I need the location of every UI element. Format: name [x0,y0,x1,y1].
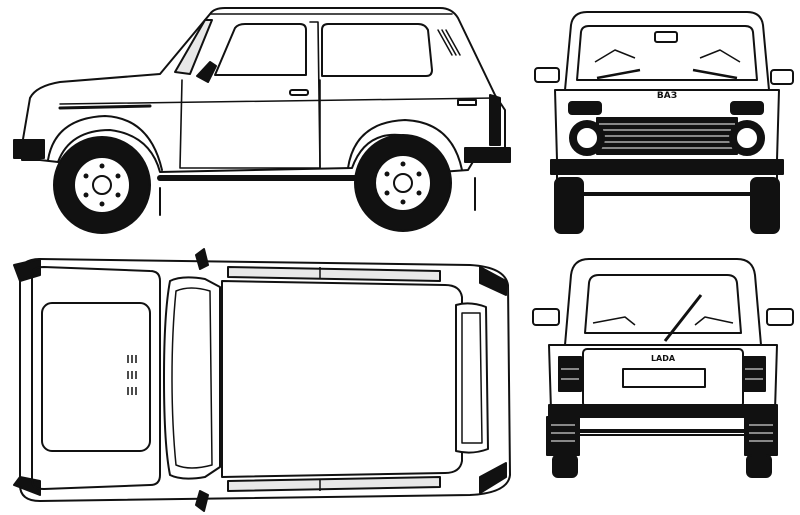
top-front-bumper [13,258,41,496]
front-headlight-left [569,120,605,156]
side-front-bumper [13,139,45,159]
door-handle [289,89,309,96]
side-taillight [489,94,501,146]
front-mirror-right [770,69,794,85]
top-hood-panel [41,302,151,452]
rear-taillight-right [742,356,766,392]
rear-view: LADA [525,245,800,515]
front-indicator-right [730,101,764,115]
rear-window [584,274,742,334]
side-windshield [174,19,213,75]
side-rear-wheel [354,134,452,232]
rear-wiper [663,294,703,342]
side-view [0,0,520,245]
front-windshield [576,25,758,81]
top-mirror-left [195,248,209,270]
front-view: ВАЗ [525,0,800,245]
top-hood-vents [127,355,137,395]
top-rear-bumper [479,266,507,494]
top-rear-window [455,302,489,454]
top-windshield [163,276,221,480]
rear-bumper [548,404,778,418]
top-roof [221,280,463,478]
side-rear-bumper [464,147,511,163]
side-mirror [196,61,217,83]
front-bumper [550,159,784,175]
rear-mirror-left [532,308,560,326]
front-indicator-left [568,101,602,115]
side-front-window [214,23,307,76]
rear-mudflap-left [546,416,580,456]
rear-badge: LADA [651,354,676,363]
top-side-window-lower [227,476,441,492]
top-body-outline [19,258,511,502]
rear-wheel-right [746,454,772,478]
side-vents [437,29,461,56]
rear-license-plate [622,368,706,388]
rear-mudflap-right [744,416,778,456]
front-badge: ВАЗ [657,91,677,101]
front-mirror-left [534,67,560,83]
top-view [0,245,520,515]
front-headlight-right [729,120,765,156]
front-wheel-left [554,177,584,234]
front-wheel-right [750,177,780,234]
side-front-wheel [53,136,151,234]
top-hood [31,266,161,490]
rear-wheel-left [552,454,578,478]
rear-taillight-left [558,356,582,392]
rear-mirror-right [766,308,794,326]
top-mirror-right [195,490,209,512]
top-side-window-upper [227,266,441,282]
side-rear-window [321,23,433,77]
